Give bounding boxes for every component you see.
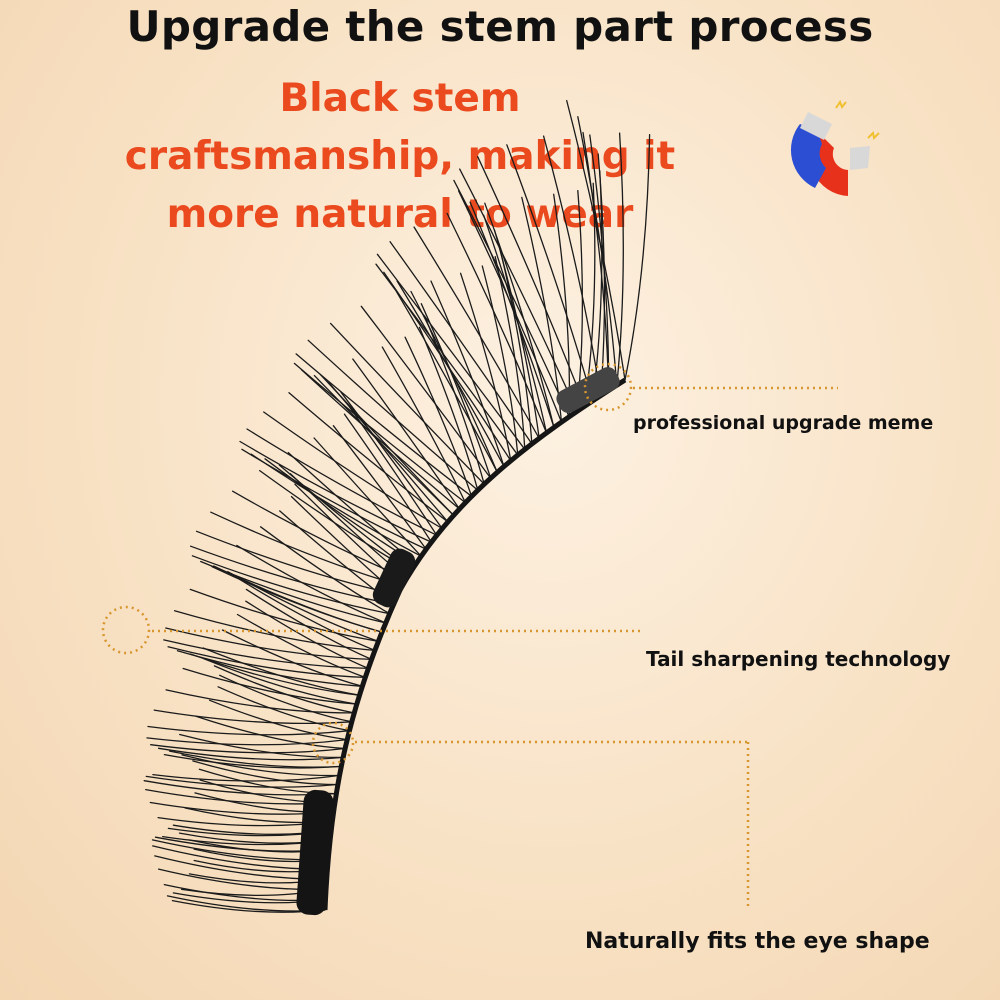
lash-fiber [259,526,391,615]
lash-fiber [203,658,358,705]
lash-fiber [195,715,346,750]
lash-fiber [375,263,519,456]
lash-fiber [176,650,363,687]
lash-fiber [181,754,341,777]
lash-fiber [191,555,391,615]
lash-fiber [420,303,492,479]
lash-fiber [404,336,473,497]
lash-fiber [481,265,519,456]
lash-fiber [295,353,473,497]
lash-fiber [506,144,594,402]
lash-fiber [493,229,540,440]
lash-stem [322,377,627,911]
lash-fiber [329,322,485,485]
lash-fiber [446,212,548,434]
lash-fiber [152,773,341,782]
lash-fiber [352,358,461,510]
callout-marker-top [583,362,838,412]
lash-fiber [217,686,351,732]
lash-fiber [147,725,351,736]
lash-fiber [423,315,485,485]
lash-fiber [360,305,492,479]
magnet-icon [790,99,880,196]
lash-fiber [307,339,479,491]
callout-tail-sharpening: Tail sharpening technology [646,647,951,671]
lash-fiber [343,413,433,543]
lash-fiber [413,226,540,440]
lash-fiber [246,428,438,536]
callout-marker-tail [101,605,640,655]
lash-fiber [200,560,387,624]
lash-fiber [165,627,373,661]
magnet-pad-top [556,367,620,413]
lash-fiber [395,291,498,473]
lash-fiber [313,437,422,557]
lash-fiber [616,132,624,386]
lash-fiber [150,744,346,754]
lash-fiber [241,448,427,550]
lash-fiber [576,189,584,413]
lash-fiber [167,646,366,679]
lash-fiber [469,201,555,429]
lash-fiber [182,667,358,705]
lash-fiber [245,600,369,670]
lash-fiber [165,689,355,714]
lash-fiber [457,190,563,423]
lash-fiber [189,545,395,605]
lash-fiber [236,544,387,624]
magnet-pad-middle [372,548,416,608]
lash-fiber [477,156,586,407]
lash-fiber [157,747,344,761]
lash-fiber [376,253,526,451]
magnet-pad-bottom [296,789,334,916]
callout-marker-curve [311,721,750,910]
lash-fiber [245,588,373,661]
subtitle-line-3: more natural to wear [166,192,634,237]
lash-fiber [239,440,433,543]
lash-fiber [173,610,376,652]
lash-fiber [410,290,498,473]
lash-fiber [263,411,443,530]
lash-fiber [288,392,449,523]
subtitle-line-1: Black stem [279,76,521,121]
callout-natural-fit: Naturally fits the eye shape [585,929,930,954]
lash-fiber [542,135,602,397]
page-title: Upgrade the stem part process [126,2,874,51]
lash-fiber [209,699,348,741]
lash-fiber [287,451,417,565]
subtitle-line-2: craftsmanship, making it [124,134,676,179]
lash-fiber [179,733,344,759]
lash-fiber [459,168,578,413]
lash-fibers [143,99,651,913]
lash-fiber [145,775,339,788]
lash-fiber [577,116,618,386]
callout-professional-upgrade: professional upgrade meme [633,412,934,434]
lash-fiber [211,566,383,633]
lash-fiber [396,280,505,468]
lash-fiber [453,179,570,418]
lash-fiber [189,588,379,642]
lash-fiber [163,639,369,670]
lash-fiber [624,133,651,381]
lash-fiber [498,243,533,445]
lash-fiber [389,241,533,445]
lash-fiber [293,362,467,504]
subtitle: Black stem craftsmanship, making it more… [85,70,715,244]
lash-fiber [189,653,361,696]
lash-fiber [202,647,361,696]
lash-fiber [239,578,376,652]
lash-fiber [146,737,348,746]
lash-fiber [300,369,461,510]
lash-fiber [236,613,366,679]
lash-fiber [566,99,626,381]
lash-fiber [381,346,467,504]
lash-fiber [584,182,596,407]
lash-fiber [195,530,399,596]
lash-fiber [192,760,339,786]
lash-fiber [582,131,610,392]
lash-fiber [163,753,342,769]
